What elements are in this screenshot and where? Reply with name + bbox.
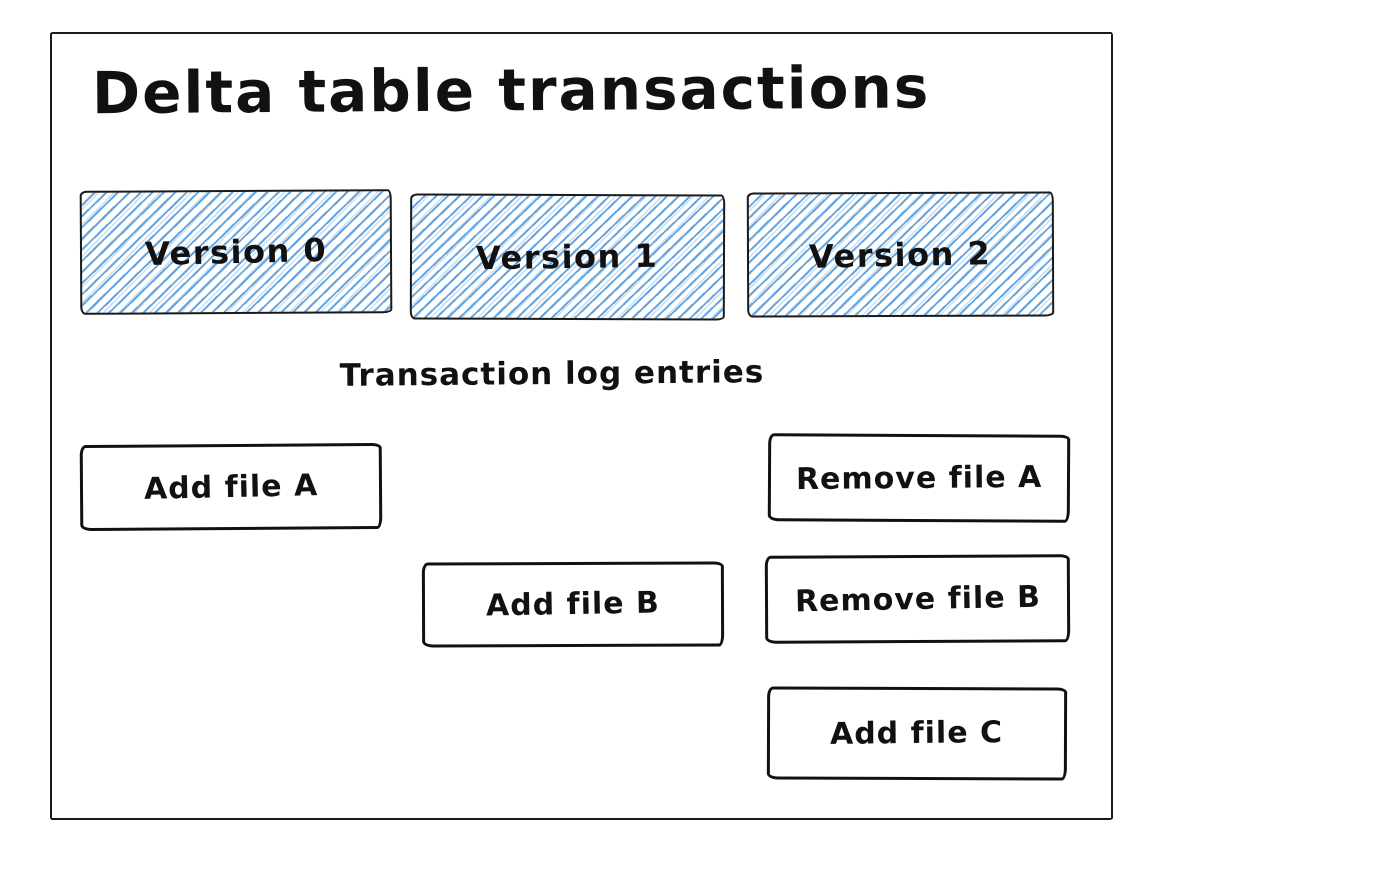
remove-file-b-label: Remove file B <box>794 579 1041 619</box>
version-2-label: Version 2 <box>809 233 992 276</box>
remove-file-a-label: Remove file A <box>795 459 1043 497</box>
version-box-1: Version 1 <box>409 193 726 321</box>
version-1-label: Version 1 <box>476 236 659 278</box>
log-entry-add-file-a: Add file A <box>79 442 383 532</box>
diagram-title: Delta table transactions <box>91 53 931 128</box>
log-entry-add-file-b: Add file B <box>421 561 725 648</box>
log-entry-add-file-c: Add file C <box>766 686 1068 781</box>
version-box-2: Version 2 <box>746 191 1055 318</box>
log-entry-remove-file-a: Remove file A <box>767 433 1071 523</box>
version-box-0: Version 0 <box>79 189 393 315</box>
log-entry-remove-file-b: Remove file B <box>764 554 1071 644</box>
version-0-label: Version 0 <box>144 230 328 274</box>
transaction-log-entries-label: Transaction log entries <box>339 354 765 394</box>
add-file-c-label: Add file C <box>830 715 1004 752</box>
add-file-a-label: Add file A <box>143 467 319 507</box>
add-file-b-label: Add file B <box>485 585 661 624</box>
outer-frame: Delta table transactions Version 0 Versi… <box>50 32 1113 820</box>
